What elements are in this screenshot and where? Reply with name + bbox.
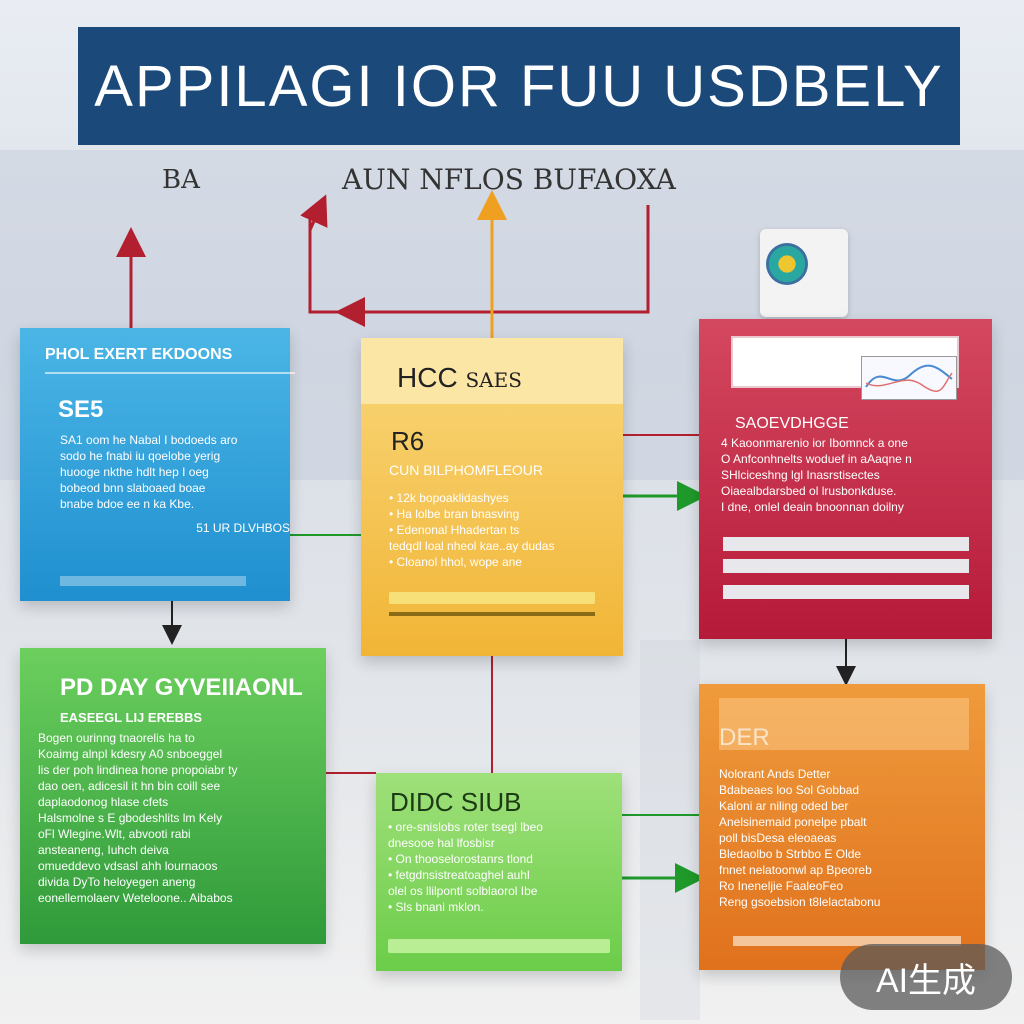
card-green-line: oFl Wlegine.Wlt, abvooti rabi <box>38 827 191 841</box>
card-yellow-header-text: HCC <box>397 362 458 393</box>
card-green-line: divida DyTo heloyegen aneng <box>38 875 196 889</box>
card-yellow-subheader: CUN BILPHOMFLEOUR <box>389 462 544 478</box>
card-blue-line: bnabe bdoe ee n ka Kbe. <box>60 497 195 511</box>
card-green-subheader: EASEEGL LIJ EREBBS <box>60 710 203 725</box>
card-lime-line: olel os llilpontl solblaorol Ibe <box>388 884 538 898</box>
card-orange-line: Nolorant Ands Detter <box>719 767 831 781</box>
card-red-line: SHlciceshng lgl Inasrstisectes <box>721 468 880 482</box>
card-red-stripe <box>723 559 969 573</box>
card-red-screen <box>731 336 959 400</box>
card-lime-line: • On thooselorostanrs tlond <box>388 852 533 866</box>
card-blue-number: SE5 <box>58 396 104 423</box>
card-green-line: Halsmolne s E gbodeshlits lm Kely <box>38 811 223 825</box>
card-orange-bar <box>733 936 961 946</box>
background-panel <box>640 640 700 1020</box>
card-green-line: ansteaneng, Iuhch deiva <box>38 843 169 857</box>
card-red-body: 4 Kaoonmarenio ior Ibomnck a one O Anfco… <box>721 435 983 515</box>
card-blue-bar <box>60 576 246 586</box>
card-blue-line: huooge nkthe hdlt hep I oeg <box>60 465 209 479</box>
card-orange-line: Ro Ineneljie FaaleoFeo <box>719 879 844 893</box>
card-lime-header: DIDC SIUB <box>390 787 522 817</box>
card-yellow-line: • Ha lolbe bran bnasving <box>389 507 520 521</box>
card-green-line: daplaodonog hlase cfets <box>38 795 169 809</box>
card-green-body: Bogen ourinng tnaorelis ha to Koaimg aln… <box>38 730 314 906</box>
card-yellow-bar <box>389 592 595 604</box>
card-yellow-line: tedqdl loal nheol kae..ay dudas <box>389 539 555 553</box>
card-red-stripe <box>723 585 969 599</box>
card-green-line: Bogen ourinng tnaorelis ha to <box>38 731 195 745</box>
card-lime-line: dnesooe hal lfosbisr <box>388 836 495 850</box>
diagram-title: APPILAGI IOR FUU USDBELY <box>78 27 960 145</box>
card-orange-body: Nolorant Ands Detter Bdabeaes loo Sol Go… <box>719 766 975 910</box>
card-green-line: lis der poh lindinea hone pnopoiabr ty <box>38 763 238 777</box>
card-orange-line: Anelsinemaid ponelpe pbalt <box>719 815 867 829</box>
card-red-line: I dne, onlel deain bnoonnan doilny <box>721 500 904 514</box>
card-lime-line: • Sls bnani mklon. <box>388 900 484 914</box>
card-red-line: 4 Kaoonmarenio ior Ibomnck a one <box>721 436 908 450</box>
card-red: SAOEVDHGGE 4 Kaoonmarenio ior Ibomnck a … <box>699 319 992 639</box>
card-yellow-divider <box>389 612 595 616</box>
card-yellow-number: R6 <box>391 426 425 456</box>
line-chart-icon <box>861 356 957 400</box>
card-yellow-line: • Cloanol hhol, wope ane <box>389 555 522 569</box>
card-blue-footer: 51 UR DLVHBOS <box>196 521 290 535</box>
card-red-line: Oiaealbdarsbed ol lrusbonkduse. <box>721 484 897 498</box>
dial-icon <box>766 243 808 285</box>
card-lime-line: • ore-snislobs roter tsegl lbeo <box>388 820 543 834</box>
diagram-subtitle: AUN NFLOS BUFAOXA <box>342 163 676 196</box>
card-orange-line: Bledaolbo b Strbbo E Olde <box>719 847 862 861</box>
card-green-header: PD DAY GYVEIIAONL <box>60 674 303 701</box>
card-green-line: eonellemolaerv Weteloone.. Aibabos <box>38 891 233 905</box>
card-orange-line: Kaloni ar niling oded ber <box>719 799 849 813</box>
card-red-line: O Anfconhnelts woduef in aAaqne n <box>721 452 912 466</box>
subtitle-left: BA <box>162 165 200 195</box>
card-green-line: Koaimg alnpl kdesry A0 snboeggel <box>38 747 223 761</box>
card-blue-line: SA1 oom he Nabal I bodoeds aro <box>60 433 238 447</box>
card-orange-band <box>719 698 969 750</box>
card-red-header: SAOEVDHGGE <box>735 415 849 432</box>
card-blue-line: bobeod bnn slaboaed boae <box>60 481 206 495</box>
card-yellow-band <box>361 338 623 404</box>
card-yellow-header: HCC SAES <box>397 362 522 394</box>
card-blue: PHOL EXERT EKDOONS SE5 SA1 oom he Nabal … <box>20 328 295 601</box>
sensor-device-icon <box>760 229 848 317</box>
arrow-loop-top <box>308 205 650 314</box>
card-orange-line: fnnet nelatoonwl ap Bpeoreb <box>719 863 872 877</box>
card-lime: DIDC SIUB • ore-snislobs roter tsegl lbe… <box>376 773 622 971</box>
card-orange-line: poll bisDesa eleoaeas <box>719 831 837 845</box>
card-lime-bar <box>388 939 610 953</box>
card-blue-line: sodo he fnabi iu qoelobe yerig <box>60 449 221 463</box>
card-orange: DER Nolorant Ands Detter Bdabeaes loo So… <box>699 684 985 970</box>
card-orange-header: DER <box>719 724 770 751</box>
card-green: PD DAY GYVEIIAONL EASEEGL LIJ EREBBS Bog… <box>20 648 326 944</box>
card-yellow-line: • Edenonal Hhadertan ts <box>389 523 520 537</box>
card-blue-body: SA1 oom he Nabal I bodoeds aro sodo he f… <box>60 432 290 536</box>
card-yellow: HCC SAES R6 CUN BILPHOMFLEOUR • 12k bopo… <box>361 338 623 656</box>
card-orange-line: Bdabeaes loo Sol Gobbad <box>719 783 860 797</box>
ai-generated-badge: AI生成 <box>840 944 1012 1010</box>
card-yellow-body: • 12k bopoaklidashyes • Ha lolbe bran bn… <box>389 490 609 570</box>
card-blue-header: PHOL EXERT EKDOONS <box>45 346 295 374</box>
card-red-stripe <box>723 537 969 551</box>
card-green-line: omueddevo vdsasl ahh lournaoos <box>38 859 218 873</box>
card-green-line: dao oen, adicesil it hn bin coill see <box>38 779 221 793</box>
card-lime-line: • fetgdnsistreatoaghel auhl <box>388 868 530 882</box>
card-yellow-line: • 12k bopoaklidashyes <box>389 491 509 505</box>
arrow-loop-head-top <box>300 194 328 231</box>
card-lime-body: • ore-snislobs roter tsegl lbeo dnesooe … <box>388 819 614 915</box>
card-orange-line: Reng gsoebsion t8lelactabonu <box>719 895 881 909</box>
card-yellow-header-mark: SAES <box>465 368 522 392</box>
